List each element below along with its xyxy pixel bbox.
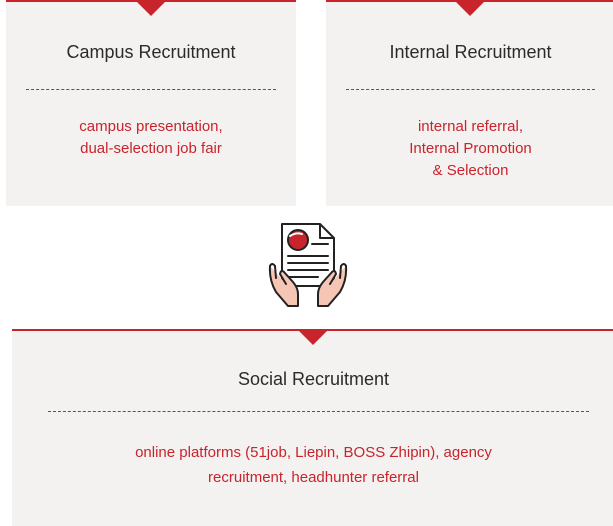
description-line: recruitment, headhunter referral (208, 469, 419, 486)
social-recruitment-card: Social Recruitment online platforms (51j… (12, 329, 613, 526)
down-arrow-icon (137, 2, 165, 16)
card-title: Internal Recruitment (389, 42, 552, 62)
description-line: online platforms (51job, Liepin, BOSS Zh… (135, 444, 492, 461)
description-line: campus presentation, (79, 118, 223, 135)
card-description: campus presentation, dual-selection job … (6, 116, 296, 160)
campus-recruitment-card: Campus Recruitment campus presentation, … (6, 0, 296, 206)
card-description: internal referral, Internal Promotion & … (326, 116, 613, 182)
down-arrow-icon (456, 2, 484, 16)
description-line: & Selection (432, 162, 509, 179)
dashed-divider (26, 89, 276, 90)
card-top-border (6, 0, 296, 2)
card-title: Campus Recruitment (66, 42, 236, 62)
description-line: dual-selection job fair (80, 140, 222, 157)
card-description: online platforms (51job, Liepin, BOSS Zh… (12, 440, 613, 490)
dashed-divider (48, 411, 589, 412)
internal-recruitment-card: Internal Recruitment internal referral, … (326, 0, 613, 206)
dashed-divider (346, 89, 595, 90)
down-arrow-icon (299, 331, 327, 345)
card-title: Social Recruitment (237, 369, 390, 389)
card-top-border (12, 329, 613, 331)
document-in-hands-icon (268, 223, 348, 307)
card-top-border (326, 0, 613, 2)
description-line: internal referral, (417, 118, 524, 135)
description-line: Internal Promotion (409, 140, 532, 157)
